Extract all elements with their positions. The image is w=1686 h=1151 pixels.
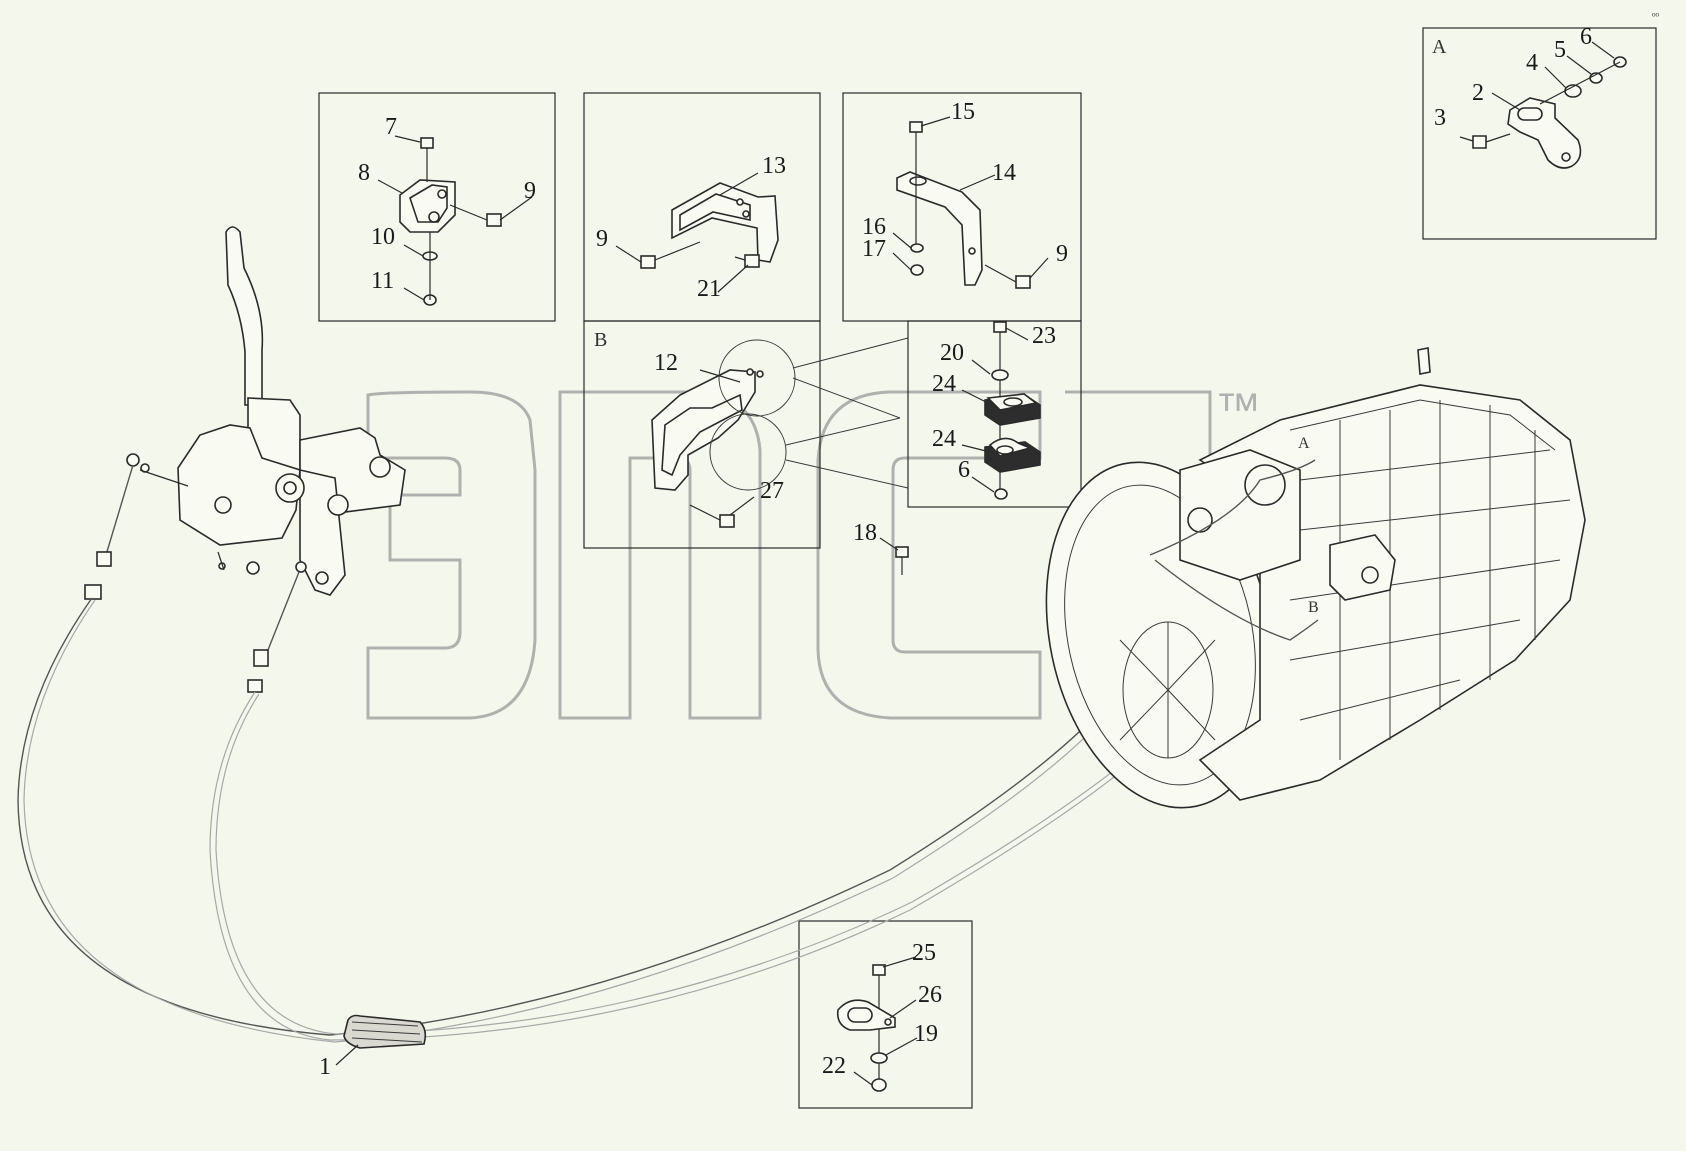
callout-10: 10 <box>371 224 395 250</box>
callout-3: 3 <box>1434 105 1446 131</box>
callout-23: 23 <box>1032 323 1056 349</box>
callout-20: 20 <box>940 340 964 366</box>
gearbox-marker-b: B <box>1308 599 1319 616</box>
callout-24-upper: 24 <box>932 371 956 397</box>
detail-box-clamp-24 <box>907 320 1082 508</box>
callout-12: 12 <box>654 350 678 376</box>
detail-box-clip-26 <box>798 920 973 1109</box>
callout-22: 22 <box>822 1053 846 1079</box>
callout-6-box-a: 6 <box>1580 24 1592 50</box>
callout-9-box-2: 9 <box>596 226 608 252</box>
callout-5: 5 <box>1554 37 1566 63</box>
callout-labels: 1 2 3 4 5 6 6 7 8 9 9 9 10 11 12 13 14 1… <box>319 24 1592 1080</box>
callout-6-clamp: 6 <box>958 457 970 483</box>
watermark-tm: ™ <box>1215 383 1261 435</box>
callout-4: 4 <box>1526 50 1538 76</box>
callout-2: 2 <box>1472 80 1484 106</box>
callout-9-box-1: 9 <box>524 178 536 204</box>
detail-box-bracket-14 <box>842 92 1082 322</box>
detail-box-b: B <box>583 320 909 549</box>
callout-17: 17 <box>862 236 886 262</box>
callout-14: 14 <box>992 160 1016 186</box>
callout-19: 19 <box>914 1021 938 1047</box>
callout-11: 11 <box>371 268 394 294</box>
detail-box-a: A <box>1422 27 1657 240</box>
callout-25: 25 <box>912 940 936 966</box>
callout-leaders <box>335 41 1615 1086</box>
callout-18: 18 <box>853 520 877 546</box>
callout-24-lower: 24 <box>932 426 956 452</box>
detail-box-a-label: A <box>1432 36 1447 58</box>
callout-21: 21 <box>697 276 721 302</box>
callout-8: 8 <box>358 160 370 186</box>
corner-mark: ᵒᵒ <box>1652 9 1659 23</box>
callout-9-box-3: 9 <box>1056 241 1068 267</box>
callout-13: 13 <box>762 153 786 179</box>
detail-box-bracket-8 <box>318 92 556 322</box>
callout-27: 27 <box>760 478 784 504</box>
callout-15: 15 <box>951 99 975 125</box>
gear-shift-lever <box>177 226 406 596</box>
callout-16: 16 <box>862 214 886 240</box>
callout-26: 26 <box>918 982 942 1008</box>
callout-7: 7 <box>385 114 397 140</box>
callout-1: 1 <box>319 1054 331 1080</box>
transmission: A B <box>1045 347 1586 809</box>
bolt-18 <box>895 546 909 575</box>
detail-box-b-label: B <box>594 329 607 351</box>
gearbox-marker-a: A <box>1298 435 1310 452</box>
